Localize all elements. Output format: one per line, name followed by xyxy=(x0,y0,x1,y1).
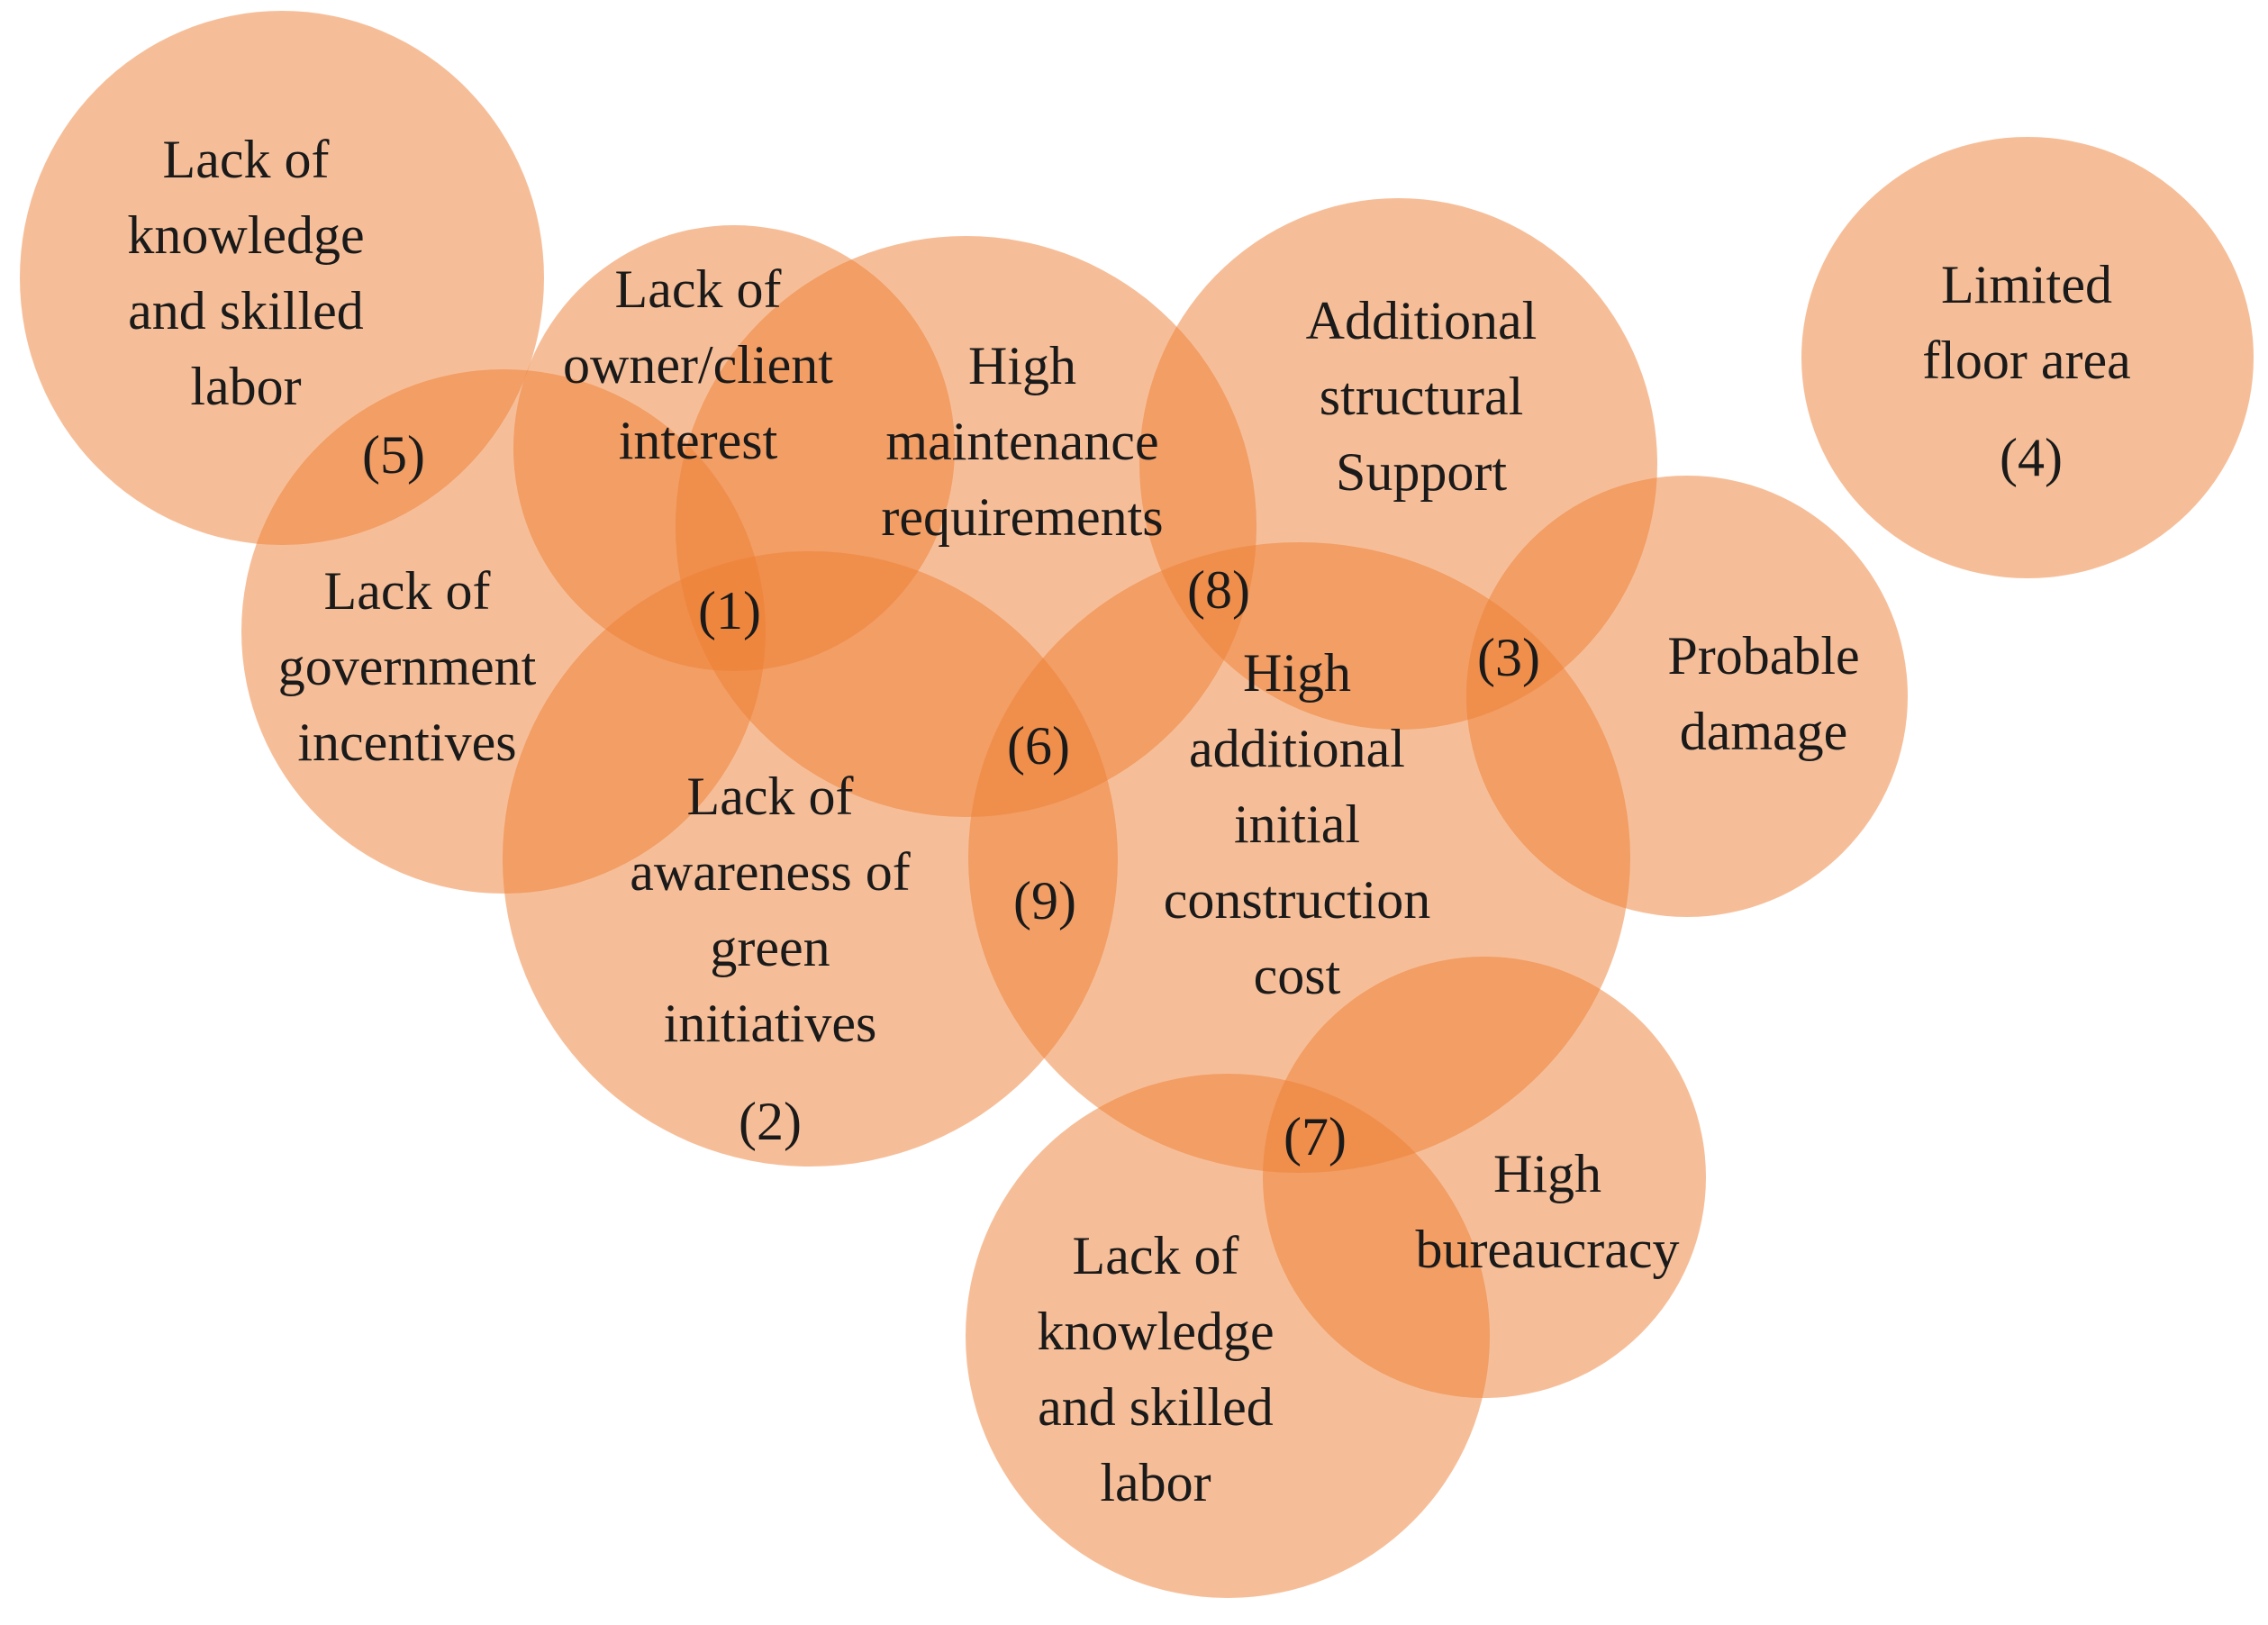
circle-knowledge-bottom xyxy=(966,1074,1490,1598)
label-knowledge-bottom: Lack of knowledge and skilled labor xyxy=(1037,1226,1275,1512)
circle-damage xyxy=(1466,476,1908,917)
marker-7: (7) xyxy=(1284,1107,1347,1167)
marker-1: (1) xyxy=(698,581,761,640)
label-owner-interest: Lack of owner/client interest xyxy=(563,259,833,470)
marker-2: (2) xyxy=(739,1092,802,1151)
circle-floor-area xyxy=(1801,137,2254,578)
label-maintenance: High maintenance requirements xyxy=(881,336,1164,547)
marker-4: (4) xyxy=(2000,428,2063,487)
marker-5: (5) xyxy=(362,425,425,485)
marker-3: (3) xyxy=(1477,628,1540,687)
label-construction-cost: High additional initial construction cos… xyxy=(1163,643,1431,1005)
label-damage: Probable damage xyxy=(1667,626,1860,761)
label-awareness: Lack of awareness of green initiatives xyxy=(630,767,911,1053)
marker-6: (6) xyxy=(1007,716,1070,776)
label-knowledge-top: Lack of knowledge and skilled labor xyxy=(127,130,365,416)
marker-9: (9) xyxy=(1013,871,1076,931)
label-structural: Additional structural Support xyxy=(1305,291,1538,502)
marker-8: (8) xyxy=(1187,560,1250,620)
label-gov-incentives: Lack of government incentives xyxy=(277,561,537,772)
label-bureaucracy: High bureaucracy xyxy=(1415,1144,1680,1279)
label-floor-area: Limited floor area xyxy=(1922,255,2131,390)
